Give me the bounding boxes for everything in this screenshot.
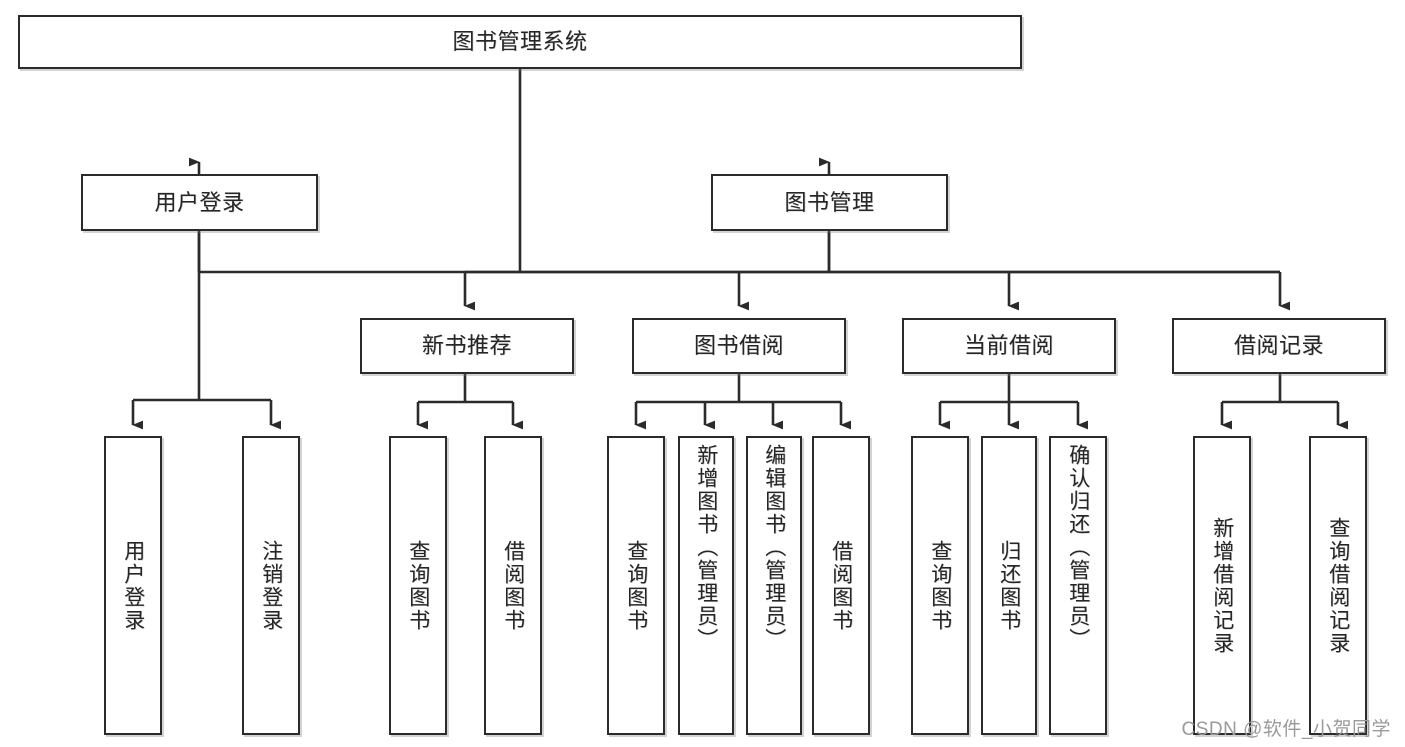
node-new-book-recommend-label: 新书推荐 — [421, 333, 512, 359]
leaf-new-book-query-label: 查询图书 — [406, 539, 430, 632]
node-current-borrow[interactable]: 当前借阅 — [902, 318, 1116, 374]
leaf-new-book-query[interactable]: 查询图书 — [389, 436, 447, 735]
node-user-login-label: 用户登录 — [154, 189, 245, 215]
leaf-current-borrow-return-label: 归还图书 — [997, 539, 1021, 632]
leaf-user-login-login-label: 用户登录 — [121, 539, 145, 632]
leaf-user-login-logout-label: 注销登录 — [259, 539, 283, 632]
leaf-new-book-borrow[interactable]: 借阅图书 — [484, 436, 542, 735]
leaf-book-borrow-edit[interactable]: 编辑图书（管理员） — [746, 436, 802, 735]
watermark: CSDN @软件_小贺同学 — [1181, 719, 1391, 740]
node-current-borrow-label: 当前借阅 — [963, 333, 1054, 359]
leaf-current-borrow-return[interactable]: 归还图书 — [981, 436, 1037, 735]
leaf-borrow-record-query-label: 查询借阅记录 — [1326, 516, 1350, 655]
leaf-book-borrow-edit-label: 编辑图书（管理员） — [762, 444, 786, 651]
leaf-borrow-record-query[interactable]: 查询借阅记录 — [1309, 436, 1367, 735]
leaf-book-borrow-add-label: 新增图书（管理员） — [694, 444, 718, 651]
leaf-current-borrow-confirm-label: 确认归还（管理员） — [1066, 444, 1090, 651]
node-borrow-record[interactable]: 借阅记录 — [1172, 318, 1386, 374]
leaf-new-book-borrow-label: 借阅图书 — [501, 539, 525, 632]
node-book-borrow[interactable]: 图书借阅 — [632, 318, 846, 374]
leaf-user-login-logout[interactable]: 注销登录 — [242, 436, 300, 735]
leaf-book-borrow-query[interactable]: 查询图书 — [607, 436, 665, 735]
leaf-borrow-record-add[interactable]: 新增借阅记录 — [1193, 436, 1251, 735]
node-root-label: 图书管理系统 — [452, 29, 588, 55]
leaf-borrow-record-add-label: 新增借阅记录 — [1210, 516, 1234, 655]
leaf-current-borrow-confirm[interactable]: 确认归还（管理员） — [1049, 436, 1107, 735]
leaf-book-borrow-borrow[interactable]: 借阅图书 — [812, 436, 870, 735]
node-new-book-recommend[interactable]: 新书推荐 — [360, 318, 574, 374]
leaf-book-borrow-borrow-label: 借阅图书 — [829, 539, 853, 632]
node-book-management[interactable]: 图书管理 — [711, 174, 948, 231]
leaf-user-login-login[interactable]: 用户登录 — [104, 436, 162, 735]
node-book-borrow-label: 图书借阅 — [693, 333, 784, 359]
node-borrow-record-label: 借阅记录 — [1233, 333, 1324, 359]
leaf-current-borrow-query-label: 查询图书 — [928, 539, 952, 632]
node-book-management-label: 图书管理 — [784, 189, 875, 215]
leaf-current-borrow-query[interactable]: 查询图书 — [911, 436, 969, 735]
leaf-book-borrow-query-label: 查询图书 — [624, 539, 648, 632]
node-user-login[interactable]: 用户登录 — [81, 174, 318, 231]
node-root[interactable]: 图书管理系统 — [18, 15, 1022, 69]
leaf-book-borrow-add[interactable]: 新增图书（管理员） — [678, 436, 734, 735]
